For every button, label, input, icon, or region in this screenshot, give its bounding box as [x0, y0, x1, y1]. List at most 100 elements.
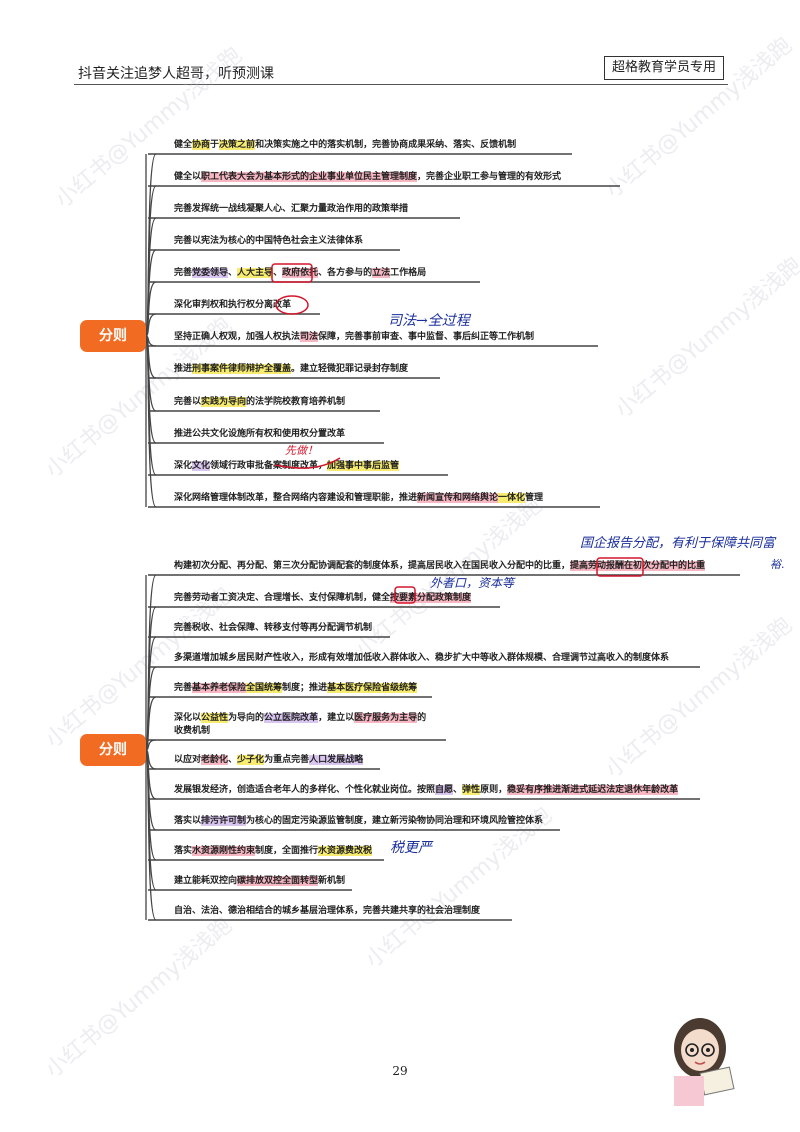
item-text: 构建初次分配、再分配、第三次分配协调配套的制度体系，提高居民收入在国民收入分配中…: [174, 561, 571, 571]
highlighted-text: 政府依托: [282, 268, 319, 278]
item-text: ，完善企业职工参与管理的有效形式: [417, 172, 562, 182]
highlighted-text: 少子化: [237, 755, 265, 765]
highlighted-text: 医疗服务为主导: [354, 713, 418, 723]
item-text: 完善: [174, 268, 193, 278]
item-text: 深化网络管理体制改革，整合网络内容建设和管理职能，推进: [174, 493, 418, 503]
highlighted-text: 一体化: [498, 493, 526, 503]
mindmap-item: 落实水资源刚性约束制度，全面推行水资源费改税: [174, 845, 373, 858]
highlighted-text: 提高劳动报酬在初次分配中的比重: [570, 561, 706, 571]
item-text: 自治、法治、德治相结合的城乡基层治理体系，完善共建共享的社会治理制度: [174, 906, 481, 916]
highlighted-text: 老龄化: [201, 755, 229, 765]
page-number: 29: [392, 1064, 408, 1078]
highlighted-text: 公益性: [201, 713, 229, 723]
highlighted-text: 司法: [300, 332, 319, 342]
item-text: 、各方参与的: [318, 268, 373, 278]
item-text: 推进: [174, 364, 193, 374]
mindmap-item: 完善以实践为导向的法学院校教育培养机制: [174, 396, 345, 409]
mindmap-item: 推进刑事案件律师辩护全覆盖。建立轻微犯罪记录封存制度: [174, 363, 408, 376]
item-text: 于: [210, 140, 220, 150]
item-text: 为核心的固定污染源监管制度，建立新污染物协同治理和环境风险管控体系: [246, 816, 544, 826]
item-text: 完善以: [174, 397, 202, 407]
mindmap-item: 深化审判权和执行权分离改革: [174, 299, 291, 312]
handwritten-note: 国企报告分配，有利于保障共同富: [580, 536, 776, 551]
item-text: 工作格局: [390, 268, 427, 278]
header-rule: [74, 84, 728, 85]
item-text: 多渠道增加城乡居民财产性收入，形成有效增加低收入群体收入、稳步扩大中等收入群体规…: [174, 653, 670, 663]
mindmap-item: 坚持正确人权观，加强人权执法司法保障，完善事前审查、事中监督、事后纠正等工作机制: [174, 331, 534, 344]
branch-line: [145, 335, 157, 508]
item-text: 保障，完善事前审查、事中监督、事后纠正等工作机制: [318, 332, 535, 342]
mindmap-item: 深化以公益性为导向的公立医院改革，建立以医疗服务为主导的收费机制: [174, 712, 426, 738]
item-text: 原则，: [480, 785, 508, 795]
item-text: 完善劳动者工资决定、合理增长、支付保障机制，健全: [174, 593, 391, 603]
highlighted-text: 基本养老保险: [192, 683, 247, 693]
section1-badge: 分则: [80, 320, 146, 352]
highlighted-text: 决策之前: [219, 140, 256, 150]
mindmap-item: 建立能耗双控向碳排放双控全面转型新机制: [174, 875, 345, 888]
item-text: 为导向的: [228, 713, 265, 723]
mindmap-item: 自治、法治、德治相结合的城乡基层治理体系，完善共建共享的社会治理制度: [174, 905, 480, 918]
highlighted-text: 人大主导: [237, 268, 274, 278]
mindmap-item: 完善发挥统一战线凝聚人心、汇聚力量政治作用的政策举措: [174, 203, 408, 216]
handwritten-note: 裕.: [770, 558, 785, 571]
mindmap-item: 构建初次分配、再分配、第三次分配协调配套的制度体系，提高居民收入在国民收入分配中…: [174, 560, 706, 573]
item-text: 和决策实施之中的落实机制，完善协商成果采纳、落实、反馈机制: [255, 140, 517, 150]
highlighted-text: 党委领导: [192, 268, 229, 278]
mindmap-item: 完善基本养老保险全国统筹制度；推进基本医疗保险省级统筹: [174, 682, 418, 695]
item-text: 完善发挥统一战线凝聚人心、汇聚力量政治作用的政策举措: [174, 204, 409, 214]
mindmap-item: 多渠道增加城乡居民财产性收入，形成有效增加低收入群体收入、稳步扩大中等收入群体规…: [174, 652, 669, 665]
highlighted-text: 协商: [192, 140, 211, 150]
item-text: 、: [273, 268, 283, 278]
item-text: 深化审判权和执行权分离改革: [174, 300, 292, 310]
item-text: 落实以: [174, 816, 202, 826]
item-text: 制度；推进: [282, 683, 328, 693]
item-text: 管理: [525, 493, 544, 503]
mindmap-item: 完善党委领导、人大主导、政府依托、各方参与的立法工作格局: [174, 267, 426, 280]
highlighted-text: 公立医院改革: [264, 713, 319, 723]
item-text: 收费机制: [174, 726, 211, 736]
mindmap-item: 深化网络管理体制改革，整合网络内容建设和管理职能，推进新闻宣传和网络舆论一体化管…: [174, 492, 543, 505]
mindmap-item: 健全以职工代表大会为基本形式的企业事业单位民主管理制度，完善企业职工参与管理的有…: [174, 171, 561, 184]
item-text: 新机制: [318, 876, 346, 886]
highlighted-text: 稳妥有序推进渐进式延迟法定退休年龄改革: [507, 785, 679, 795]
mindmap-item: 推进公共文化设施所有权和使用权分置改革: [174, 428, 345, 441]
item-text: 以应对: [174, 755, 202, 765]
item-text: 、: [228, 268, 238, 278]
mindmap-item: 深化文化领域行政审批备案制度改革，加强事中事后监管: [174, 460, 400, 473]
item-text: 健全以: [174, 172, 202, 182]
item-text: 落实: [174, 846, 193, 856]
item-text: 领域行政审批备案制度改革，: [210, 461, 328, 471]
highlighted-text: 加强事中事后监管: [327, 461, 400, 471]
item-text: 完善税收、社会保障、转移支付等再分配调节机制: [174, 623, 373, 633]
highlighted-text: 按要素分配政策制度: [390, 593, 472, 603]
item-text: 完善: [174, 683, 193, 693]
item-text: 的: [417, 713, 427, 723]
mindmap-item: 以应对老龄化、少子化为重点完善人口发展战略: [174, 754, 364, 767]
avatar-icon: [674, 1018, 735, 1106]
branch-line: [145, 749, 157, 921]
highlighted-text: 排污许可制: [201, 816, 247, 826]
item-text: 建立能耗双控向: [174, 876, 238, 886]
highlighted-text: 全国统筹: [246, 683, 283, 693]
item-text: 、: [453, 785, 463, 795]
item-text: 推进公共文化设施所有权和使用权分置改革: [174, 429, 346, 439]
highlighted-text: 弹性: [462, 785, 481, 795]
highlighted-text: 水资源刚性约束: [192, 846, 256, 856]
mindmap-item: 完善税收、社会保障、转移支付等再分配调节机制: [174, 622, 372, 635]
highlighted-text: 人口发展战略: [309, 755, 364, 765]
item-text: 完善以宪法为核心的中国特色社会主义法律体系: [174, 236, 364, 246]
highlighted-text: 碳排放双控全面转型: [237, 876, 319, 886]
highlighted-text: 刑事案件律师辩护全覆盖: [192, 364, 292, 374]
branch-line: [145, 313, 157, 337]
mindmap-item: 健全协商于决策之前和决策实施之中的落实机制，完善协商成果采纳、落实、反馈机制: [174, 139, 516, 152]
item-text: 深化以: [174, 713, 202, 723]
highlighted-text: 新闻宣传和网络舆论: [417, 493, 499, 503]
item-text: 发展银发经济，创造适合老年人的多样化、个性化就业岗位。按照: [174, 785, 436, 795]
mindmap-item: 完善劳动者工资决定、合理增长、支付保障机制，健全按要素分配政策制度: [174, 592, 472, 605]
handwritten-note: 司法→全过程: [388, 313, 470, 329]
highlighted-text: 职工代表大会为基本形式的企业事业单位民主管理制度: [201, 172, 418, 182]
handwritten-note: 外者口，资本等: [430, 576, 515, 590]
section2-badge: 分则: [80, 734, 146, 766]
